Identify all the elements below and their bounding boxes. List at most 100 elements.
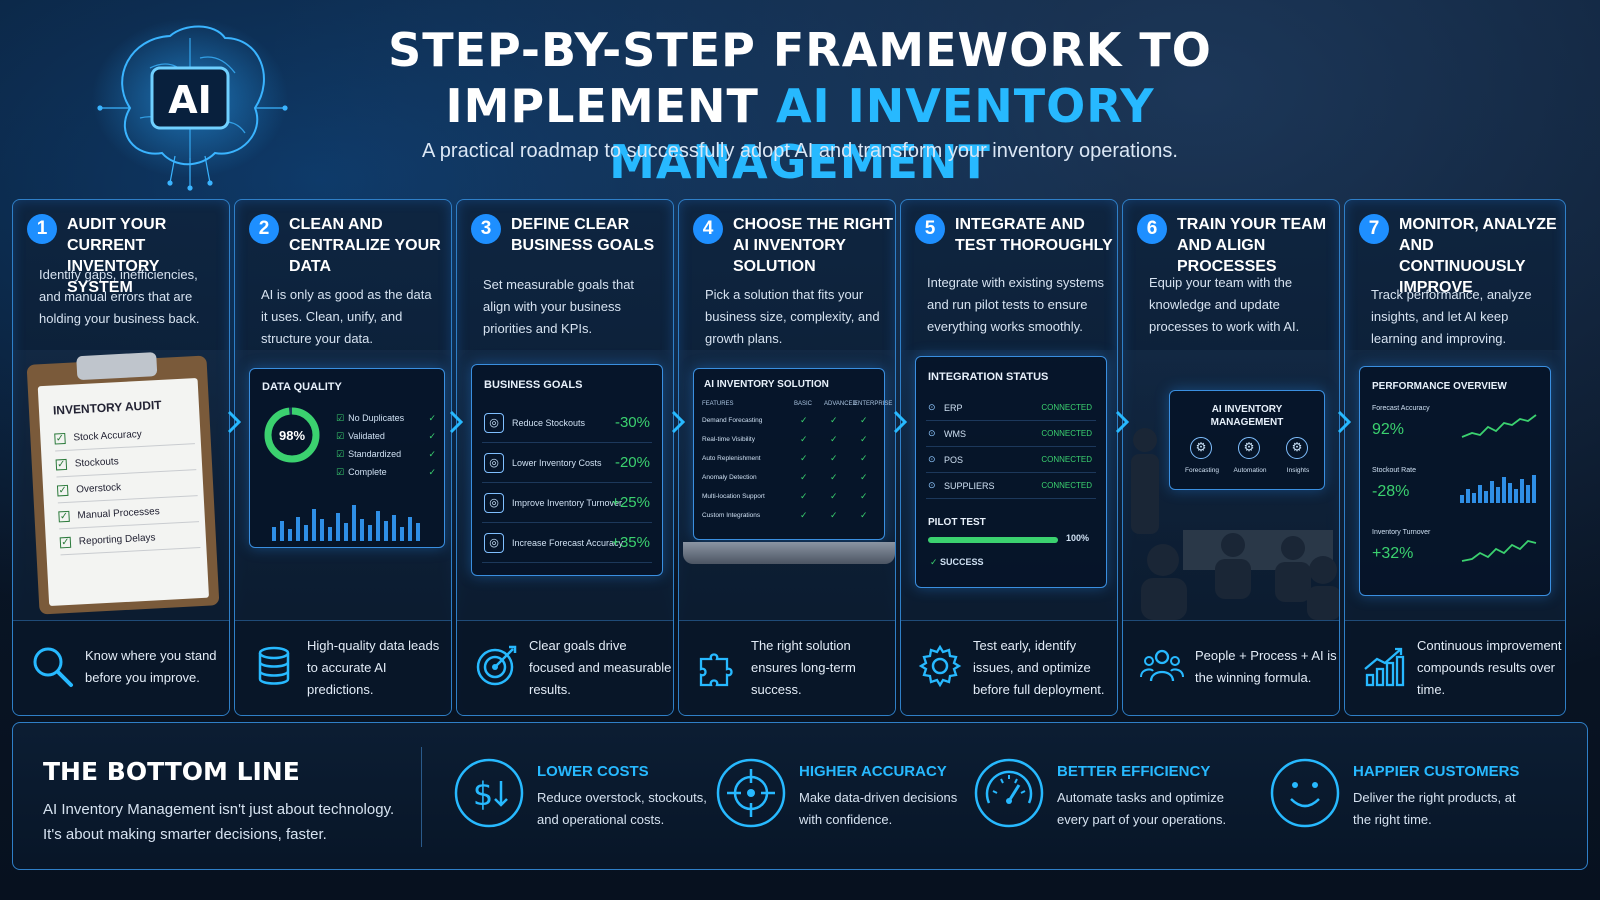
step-title: INTEGRATE AND TEST THOROUGHLY	[955, 216, 1113, 254]
solution-header: BASIC	[794, 401, 813, 407]
laptop-base	[683, 542, 895, 564]
check-icon: ✓	[830, 472, 838, 482]
metric-value: 92%	[1372, 421, 1405, 438]
crosshair-icon	[716, 758, 786, 828]
data-quality-item-label: Validated	[348, 431, 385, 441]
audit-item-label: Stockouts	[74, 456, 119, 470]
step-footer-text: Clear goals drive focused and measurable…	[529, 638, 672, 697]
check-icon: ✓	[428, 449, 436, 459]
step-description: Track performance, analyze insights, and…	[1371, 287, 1532, 346]
benefit-higher-accuracy: HIGHER ACCURACY Make data-driven decisio…	[715, 753, 1015, 843]
page-subtitle: A practical roadmap to successfully adop…	[422, 140, 1178, 162]
check-icon: ✓	[830, 415, 838, 425]
check-icon: ⊙	[928, 480, 936, 490]
data-quality-title: DATA QUALITY	[262, 381, 342, 393]
line-sparkline	[1461, 414, 1537, 438]
check-icon: ✓	[800, 472, 808, 482]
benefit-title: LOWER COSTS	[537, 763, 649, 780]
screen-item-icon: ⚙	[1190, 437, 1212, 459]
benefit-happier-customers: HAPPIER CUSTOMERS Deliver the right prod…	[1269, 753, 1569, 843]
benefit-title: BETTER EFFICIENCY	[1057, 763, 1211, 780]
step-title: AUDIT YOUR CURRENT INVENTORY SYSTEM	[67, 216, 167, 296]
audit-item: ✓ Manual Processes	[58, 500, 200, 530]
screen-item-icon: ⚙	[1238, 437, 1260, 459]
checkbox-icon: ✓	[58, 510, 70, 523]
solution-feature: Multi-location Support	[702, 493, 765, 500]
spark-bar	[1484, 491, 1488, 503]
benefit-title: HIGHER ACCURACY	[799, 763, 947, 780]
speedometer-icon	[974, 758, 1044, 828]
step-footer-text: The right solution ensures long-term suc…	[751, 638, 856, 697]
check-icon: ✓	[830, 434, 838, 444]
pilot-progress-fill	[928, 537, 1058, 543]
goal-icon: ◎	[484, 493, 504, 513]
pilot-progress-track	[928, 537, 1058, 543]
step-title: CLEAN AND CENTRALIZE YOUR DATA	[289, 216, 441, 275]
title-line-1: STEP-BY-STEP FRAMEWORK TO	[388, 23, 1212, 77]
goal-value: -20%	[614, 454, 650, 471]
goal-icon: ◎	[484, 413, 504, 433]
benefit-text: Deliver the right products, at the right…	[1353, 790, 1516, 827]
integration-system: ERP	[944, 403, 963, 413]
clipboard: INVENTORY AUDIT ✓Stock Accuracy✓Stockout…	[26, 352, 220, 615]
goal-label: Lower Inventory Costs	[512, 458, 602, 468]
screen-item-icon: ⚙	[1286, 437, 1308, 459]
audit-checklist: ✓Stock Accuracy✓Stockouts✓Overstock✓Manu…	[38, 378, 201, 556]
check-icon: ✓	[830, 491, 838, 501]
chevron-right-icon	[1115, 410, 1130, 434]
data-quality-ring: 98%	[264, 407, 320, 463]
data-quality-percent: 98%	[279, 428, 305, 443]
goal-row: ◎Improve Inventory Turnover+25%	[482, 487, 652, 523]
data-bars-graphic	[272, 505, 420, 541]
spark-bar	[1478, 485, 1482, 503]
spark-bar	[1520, 479, 1524, 503]
goal-icon: ◎	[484, 533, 504, 553]
goal-label: Improve Inventory Turnover	[512, 498, 623, 508]
data-quality-item: ☑Complete✓	[336, 463, 436, 481]
check-icon: ✓	[800, 415, 808, 425]
data-quality-item-label: Standardized	[348, 449, 402, 459]
line-sparkline	[1461, 540, 1537, 562]
audit-item: ✓Overstock	[56, 474, 198, 504]
chevron-right-icon	[893, 410, 908, 434]
team-silhouettes	[1131, 428, 1339, 620]
step-description: Integrate with existing systems and run …	[927, 275, 1105, 334]
check-icon: ⊙	[928, 428, 936, 438]
step-title: MONITOR, ANALYZE AND CONTINUOUSLY IMPROV…	[1399, 216, 1557, 296]
check-icon: ✓	[830, 453, 838, 463]
step-title: TRAIN YOUR TEAM AND ALIGN PROCESSES	[1177, 216, 1327, 275]
data-quality-checklist: ☑No Duplicates✓☑Validated✓☑Standardized✓…	[336, 409, 436, 481]
checkbox-icon: ✓	[56, 484, 69, 497]
step-card-3: 3 DEFINE CLEAR BUSINESS GOALS Set measur…	[456, 199, 674, 716]
pilot-percent: 100%	[1066, 533, 1090, 543]
benefit-text: Automate tasks and optimize every part o…	[1057, 790, 1227, 827]
check-icon: ⊙	[928, 454, 936, 464]
bar-sparkline	[1460, 475, 1536, 503]
step-description: Set measurable goals that align with you…	[483, 277, 635, 336]
solution-header: ADVANCED	[824, 401, 857, 407]
step-visual-business-goals: BUSINESS GOALS ◎Reduce Stockouts-30%◎Low…	[457, 350, 673, 620]
audit-item-label: Manual Processes	[77, 506, 160, 522]
step-footer: The right solution ensures long-term suc…	[679, 620, 895, 715]
step-footer: Continuous improvement compounds results…	[1345, 620, 1565, 715]
step-title: CHOOSE THE RIGHT AI INVENTORY SOLUTION	[733, 216, 894, 275]
step-footer: Know where you stand before you improve.	[13, 620, 229, 715]
training-screen-title: AI INVENTORY MANAGEMENT	[1210, 404, 1284, 428]
step-footer-text: Know where you stand before you improve.	[85, 648, 217, 685]
screen-item-label: Insights	[1286, 467, 1310, 474]
goal-label: Reduce Stockouts	[512, 418, 586, 428]
step-description: Equip your team with the knowledge and u…	[1149, 275, 1300, 334]
audit-item: ✓ Stockouts	[55, 448, 197, 478]
checkbox-icon: ✓	[55, 458, 68, 471]
spark-bar	[1460, 495, 1464, 503]
ai-logo-text: AI	[168, 78, 212, 122]
step-description: AI is only as good as the data it uses. …	[261, 287, 432, 346]
check-icon: ✓	[860, 453, 868, 463]
goal-row: ◎Lower Inventory Costs-20%	[482, 447, 652, 483]
check-icon: ☑	[336, 413, 345, 423]
benefit-better-efficiency: BETTER EFFICIENCY Automate tasks and opt…	[973, 753, 1273, 843]
step-footer-text: Test early, identify issues, and optimiz…	[973, 638, 1105, 697]
ai-brain-logo: AI	[92, 18, 288, 191]
